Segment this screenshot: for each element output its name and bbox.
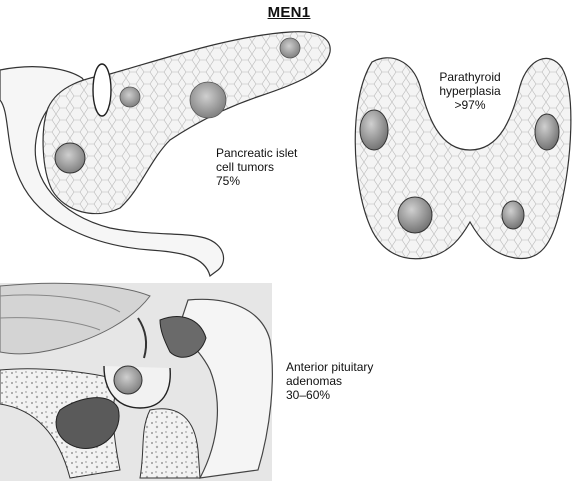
- parathyroid-gland-2: [534, 113, 560, 151]
- pancreas-illustration: [0, 31, 331, 278]
- pancreas-label-line2: cell tumors: [216, 160, 275, 174]
- parathyroid-label-line3: >97%: [454, 98, 486, 112]
- parathyroid-label-line2: hyperplasia: [439, 84, 501, 98]
- ventricle: [159, 316, 207, 358]
- pituitary-label: Anterior pituitary adenomas 30–60%: [286, 360, 373, 402]
- pituitary-label-line1: Anterior pituitary: [286, 360, 374, 374]
- figure-title: MEN1: [267, 4, 311, 21]
- pituitary-illustration: [0, 282, 273, 481]
- brain-fold: [0, 282, 151, 355]
- islet-tumor-3: [189, 81, 227, 119]
- pancreas-label-line1: Pancreatic islet: [216, 146, 298, 160]
- pancreas-shape: [42, 31, 331, 215]
- thyroid-illustration: [354, 57, 572, 260]
- parathyroid-gland-4: [501, 200, 525, 230]
- parathyroid-gland-1: [359, 109, 389, 151]
- pituitary-label-line2: adenomas: [286, 374, 343, 388]
- islet-tumor-4: [279, 37, 301, 59]
- pituitary-stalk: [137, 317, 147, 359]
- islet-tumor-2: [119, 86, 141, 108]
- parathyroid-gland-3: [397, 196, 433, 234]
- pituitary-adenoma: [113, 365, 143, 395]
- duct-opening: [92, 63, 112, 117]
- pituitary-label-line3: 30–60%: [286, 388, 331, 402]
- islet-tumor-1: [54, 142, 86, 174]
- clivus-bone: [139, 408, 201, 479]
- pancreas-label: Pancreatic islet cell tumors 75%: [216, 146, 297, 188]
- parathyroid-label: Parathyroid hyperplasia >97%: [418, 70, 522, 112]
- pancreas-label-line3: 75%: [216, 174, 241, 188]
- sphenoid-sinus: [55, 397, 120, 449]
- parathyroid-label-line1: Parathyroid: [439, 70, 501, 84]
